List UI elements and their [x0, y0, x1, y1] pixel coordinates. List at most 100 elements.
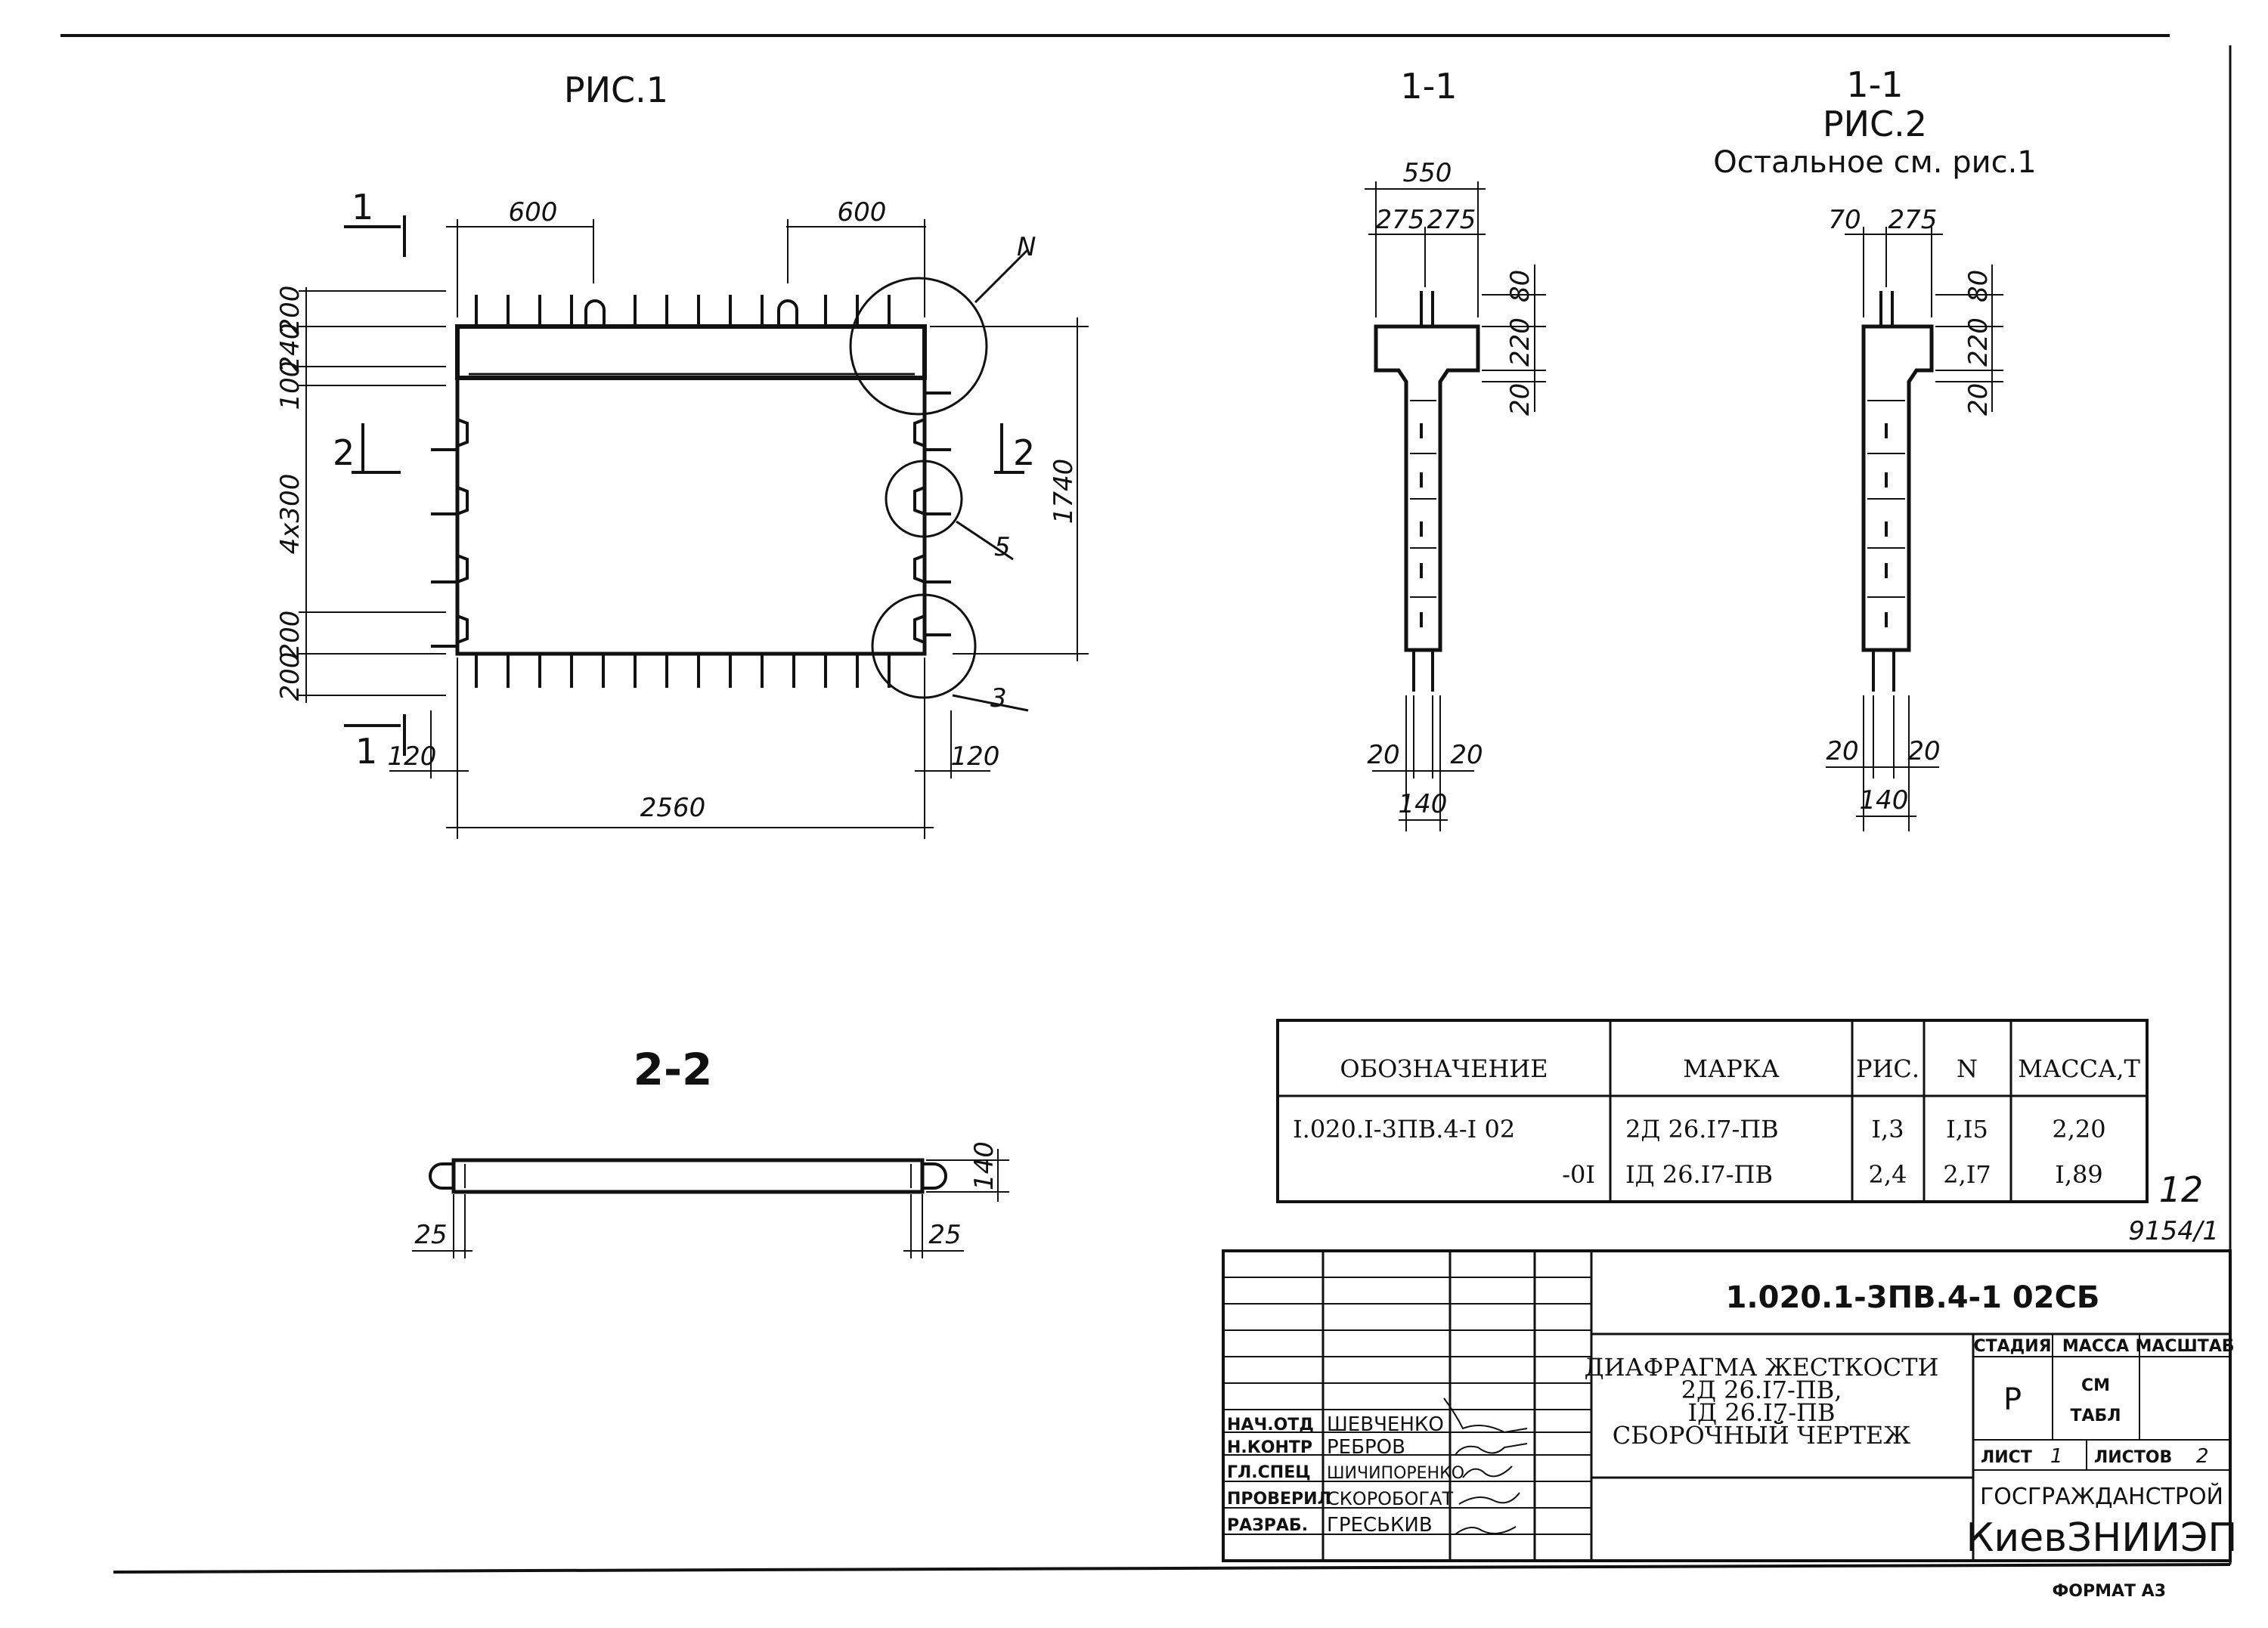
dim-200-b: 200 [275, 611, 305, 660]
callout-circle-n [849, 277, 988, 416]
sec11-title: 1-1 [1400, 66, 1457, 107]
spec-header-n: N [1957, 1054, 1978, 1083]
person-1: ШЕВЧЕНКО [1327, 1413, 1444, 1436]
sec22-slab [451, 1158, 925, 1194]
spec-row1-mark: 2Д 26.I7-ПВ [1625, 1115, 1779, 1144]
sheets-value: 2 [2196, 1445, 2209, 1468]
dim-4x300: 4x300 [275, 474, 305, 555]
spec-row2-mark: IД 26.I7-ПВ [1625, 1160, 1773, 1189]
dim-120-right: 120 [951, 741, 1000, 772]
sec11-dim-550: 550 [1403, 158, 1452, 188]
dim-600-right: 600 [838, 197, 887, 227]
dim-1740: 1740 [1049, 459, 1079, 525]
callout-circle-5 [885, 460, 963, 538]
mass-header: МАССА [2062, 1337, 2129, 1356]
dim-600-left: 600 [509, 197, 558, 227]
top-rebars [475, 295, 891, 327]
sec22-dim-25-left: 25 [414, 1220, 447, 1250]
person-3: ШИЧИПОРЕНКО [1327, 1464, 1464, 1483]
left-keys [457, 418, 469, 644]
spec-header-mark: МАРКА [1683, 1054, 1780, 1083]
callout-n: N [1017, 232, 1036, 262]
callout-5: 5 [994, 532, 1011, 562]
mass-value-line2: ТАБЛ [2070, 1407, 2121, 1425]
signatures [1443, 1397, 1528, 1535]
mass-value-line1: СМ [2081, 1376, 2110, 1395]
spec-table: ОБОЗНАЧЕНИЕ МАРКА РИС. N МАССА,Т I.020.I… [1276, 1019, 2149, 1203]
section-label-2-left: 2 [333, 432, 355, 473]
bottom-rebars [475, 654, 891, 688]
section-1-1-a: 1-1 550 275 275 [1365, 66, 1546, 831]
dim-240: 240 [275, 323, 305, 373]
side-rebars [431, 392, 951, 648]
panel-outline [455, 378, 927, 656]
sec22-title: 2-2 [634, 1044, 713, 1095]
section-mark-1 [344, 215, 406, 756]
dim-100: 100 [275, 361, 305, 410]
role-4: ПРОВЕРИЛ [1227, 1490, 1331, 1509]
sheet-label: ЛИСТ [1981, 1448, 2032, 1467]
sec11-outline [1374, 324, 1480, 652]
title-block: 1.020.1-3ПВ.4-1 02СБ ДИАФРАГМА ЖЕСТКОСТИ… [1222, 1249, 2238, 1562]
spec-row1-fig: I,3 [1871, 1115, 1904, 1144]
section-1-1-b: 1-1 РИС.2 Остальное см. рис.1 70 275 [1713, 64, 2037, 831]
spec-row2-fig: 2,4 [1869, 1160, 1907, 1189]
dim-200-c: 200 [275, 652, 305, 701]
sec11-dim-275b: 275 [1427, 205, 1476, 235]
stage-value: Р [2003, 1382, 2022, 1417]
sec22-dim-140: 140 [969, 1141, 999, 1190]
doc-name-line3: IД 26.I7-ПВ [1688, 1398, 1836, 1427]
sec11b-dim-20: 20 [1963, 383, 1994, 416]
sec11-dim-220: 220 [1505, 317, 1535, 367]
section-2-2: 2-2 140 25 25 [412, 1044, 1009, 1258]
spec-row1-designation: I.020.I-3ПВ.4-I 02 [1293, 1115, 1515, 1144]
person-5: ГРЕСЬКИВ [1327, 1514, 1433, 1537]
sec11b-dim-220: 220 [1963, 317, 1994, 367]
spec-header-designation: ОБОЗНАЧЕНИЕ [1340, 1054, 1548, 1083]
spec-row2-mass: I,89 [2055, 1160, 2103, 1189]
stage-header: СТАДИЯ [1973, 1337, 2051, 1356]
sec11b-dim-80: 80 [1963, 270, 1994, 302]
org-institute: КиевЗНИИЭП [1966, 1515, 2238, 1561]
scale-header: МАСШТАБ [2135, 1337, 2234, 1356]
format-label: ФОРМАТ А3 [2052, 1582, 2166, 1601]
bottom-frame-line [113, 1563, 2231, 1574]
person-2: РЕБРОВ [1327, 1436, 1405, 1459]
sec11b-dim-275: 275 [1888, 205, 1938, 235]
sec11-dim-20: 20 [1505, 383, 1535, 416]
sheets-label: ЛИСТОВ [2094, 1448, 2172, 1467]
sec11b-outline [1861, 324, 1934, 652]
spec-row1-mass: 2,20 [2052, 1115, 2105, 1144]
top-beam [455, 324, 927, 380]
dim-2560: 2560 [640, 793, 706, 823]
role-5: РАЗРАБ. [1227, 1516, 1308, 1535]
doc-name-line2: 2Д 26.I7-ПВ, [1681, 1376, 1842, 1404]
dim-200-a: 200 [275, 286, 305, 335]
dim-120-left: 120 [388, 741, 437, 772]
sec11-dim-80: 80 [1505, 270, 1535, 302]
spec-header-fig: РИС. [1856, 1054, 1919, 1083]
sec11b-title: 1-1 [1846, 64, 1903, 105]
org-name: ГОСГРАЖДАНСТРОЙ [1980, 1483, 2223, 1510]
sec11-dim-20-right: 20 [1450, 740, 1483, 770]
sec11b-dim-20-left: 20 [1826, 736, 1858, 766]
section-label-2-right: 2 [1013, 432, 1035, 473]
person-4: СКОРОБОГАТ [1327, 1488, 1453, 1509]
document-code: 1.020.1-3ПВ.4-1 02СБ [1726, 1280, 2100, 1315]
doc-name-line4: СБОРОЧНЫЙ ЧЕРТЕЖ [1613, 1420, 1911, 1450]
sec11-dim-20-left: 20 [1367, 740, 1399, 770]
section-mark-2 [352, 423, 1024, 474]
role-3: ГЛ.СПЕЦ [1227, 1463, 1311, 1482]
spec-header-mass: МАССА,Т [2018, 1054, 2140, 1083]
section-label-1-top: 1 [352, 187, 373, 227]
spec-row1-n: I,I5 [1946, 1115, 1988, 1144]
sec11b-note: Остальное см. рис.1 [1713, 145, 2037, 180]
sec11b-dim-20-right: 20 [1907, 736, 1940, 766]
fig1-title: РИС.1 [564, 70, 668, 110]
sec11-dim-275a: 275 [1376, 205, 1425, 235]
sec22-dim-25-right: 25 [928, 1220, 961, 1250]
fig1: РИС.1 [275, 70, 1089, 839]
doc-name-line1: ДИАФРАГМА ЖЕСТКОСТИ [1585, 1353, 1939, 1382]
role-2: Н.КОНТР [1227, 1438, 1312, 1457]
